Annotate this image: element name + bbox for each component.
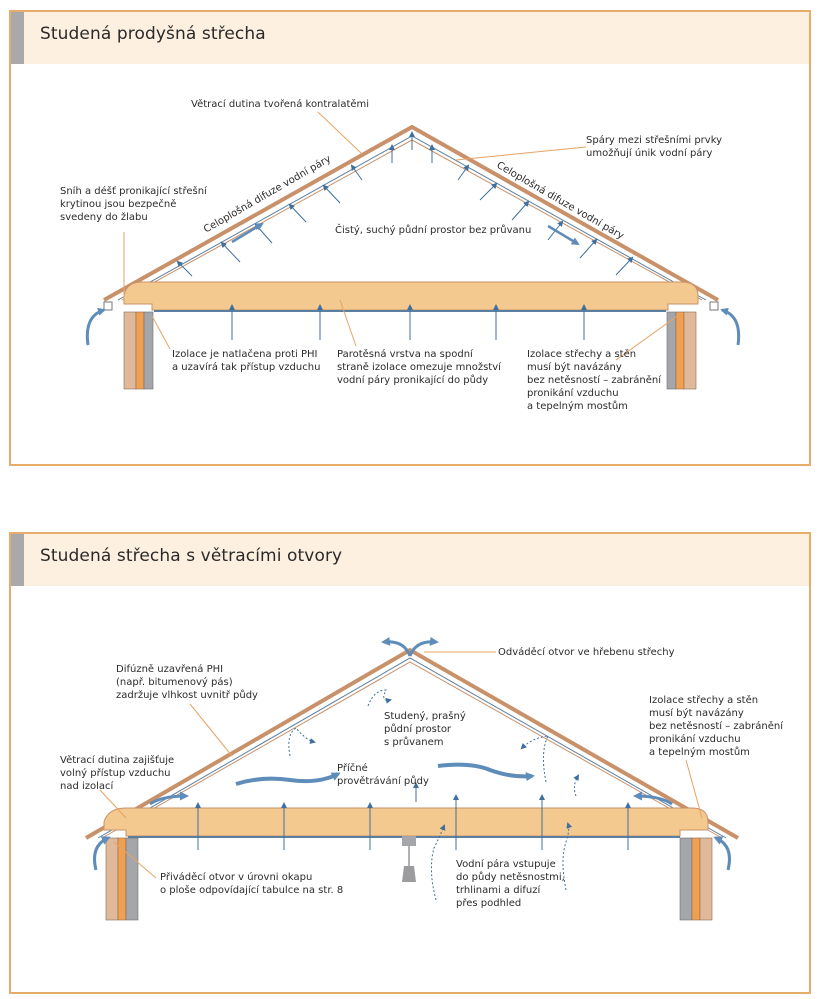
label-vapor-line2: do půdy netěsnostmi, [456, 872, 565, 883]
label-inlet-line2: o ploše odpovídající tabulce na str. 8 [160, 885, 344, 896]
eave-inlet-arrow [713, 836, 731, 871]
label-vapor-line4: přes podhled [456, 898, 522, 909]
label-ventilation-cavity: Větrací dutina tvořená kontralatěmi [191, 99, 370, 110]
label-joint-line5: a tepelným mostům [527, 401, 628, 412]
label-insulation-line2: a uzavírá tak přístup vzduchu [172, 362, 321, 373]
slope-air-arrow-right [547, 224, 580, 246]
label-dusty-line1: Studený, prašný [384, 711, 466, 722]
header-accent-bar [11, 534, 24, 586]
label-membrane-line3: zadržuje vlhkost uvnitř půdy [116, 690, 258, 701]
label-membrane-line2: (např. bitumenový pás) [116, 677, 233, 688]
label-cross-line2: provětrávání půdy [337, 776, 429, 787]
cross-vent-arrow [437, 762, 535, 782]
label-joint-line1: Izolace střechy a stěn [527, 349, 637, 360]
label-vapor-line3: vodní páry pronikající do půdy [337, 375, 489, 386]
label-dusty-line3: s průvanem [384, 737, 444, 748]
leader-lines-panel1 [123, 111, 681, 361]
label-gaps-line1: Spáry mezi střešními prvky [586, 135, 723, 146]
wall-right [666, 311, 697, 390]
label-inlet-line1: Přiváděcí otvor v úrovni okapu [160, 872, 313, 883]
label-gaps-line2: umožňují únik vodní páry [586, 148, 713, 159]
label-joint-line4: pronikání vzduchu [649, 734, 741, 745]
label-joint-line3: bez netěsností – zabránění [649, 721, 783, 732]
wall-right [679, 837, 713, 921]
panel-header: Studená prodyšná střecha [11, 12, 809, 64]
label-snow-line2: krytinou jsou bezpečně [60, 199, 177, 210]
diffusion-arrows-left [176, 131, 415, 277]
label-attic-space: Čistý, suchý půdní prostor bez průvanu [335, 225, 532, 236]
label-membrane-line1: Difúzně uzavřená PHI [116, 664, 224, 675]
panel-header: Studená střecha s větracími otvory [11, 534, 809, 586]
ridge-vent-arrow [381, 636, 412, 657]
label-joint-line4: pronikání vzduchu [527, 388, 619, 399]
eave-airflow-arrow [720, 307, 741, 346]
eave-airflow-arrow [85, 307, 106, 346]
cavity-air-arrow-left [149, 791, 189, 806]
label-vapor-line2: straně izolace omezuje množství [337, 362, 501, 373]
label-snow-line3: svedeny do žlabu [60, 212, 148, 223]
label-insulation-line1: Izolace je natlačena proti PHI [172, 349, 318, 360]
cross-vent-arrow [235, 772, 341, 786]
label-joint-line1: Izolace střechy a stěn [649, 695, 759, 706]
dotted-vapor-paths [288, 689, 580, 901]
cavity-air-arrow-right [633, 791, 673, 806]
eave-inlet-arrow [93, 836, 111, 871]
panel-title: Studená prodyšná střecha [40, 24, 266, 44]
label-dusty-line2: půdní prostor [384, 724, 452, 735]
label-joint-line5: a tepelným mostům [649, 747, 750, 758]
label-vapor-line1: Vodní pára vstupuje [456, 859, 556, 870]
slope-air-arrow-left [231, 222, 264, 244]
gutter-right [709, 301, 719, 311]
panel-cold-breathable-roof: Studená prodyšná střecha [9, 10, 811, 466]
label-vapor-line1: Parotěsná vrstva na spodní [337, 349, 473, 360]
wall-left [123, 311, 154, 390]
gutter-left [103, 301, 113, 311]
label-vapor-line3: trhlinami a difuzí [456, 885, 541, 896]
ceiling-light-fixture [402, 836, 416, 882]
ceiling-insulation [103, 807, 709, 838]
label-cross-line1: Příčné [337, 763, 368, 774]
label-joint-line2: musí být navázány [649, 708, 744, 719]
label-snow-line1: Sníh a déšť pronikající střešní [60, 186, 207, 197]
label-cavity-line2: volný přístup vzduchu [60, 768, 171, 779]
label-cavity-line1: Větrací dutina zajišťuje [60, 755, 175, 766]
label-joint-line3: bez netěsností – zabránění [527, 375, 661, 386]
ridge-vent-arrow [408, 636, 439, 657]
leader-lines-panel2 [99, 703, 703, 879]
roof-covering [84, 647, 739, 840]
label-cavity-line3: nad izolací [60, 781, 114, 792]
panel-title: Studená střecha s větracími otvory [40, 546, 343, 566]
label-ridge-vent: Odváděcí otvor ve hřebenu střechy [498, 647, 675, 658]
panel-vented-cold-roof: Studená střecha s větracími otvory [9, 532, 811, 994]
vapor-arrows-insulation [195, 782, 631, 850]
vapor-arrows-insulation [229, 304, 587, 340]
wall-left [105, 837, 139, 921]
label-joint-line2: musí být navázány [527, 362, 622, 373]
header-accent-bar [11, 12, 24, 64]
